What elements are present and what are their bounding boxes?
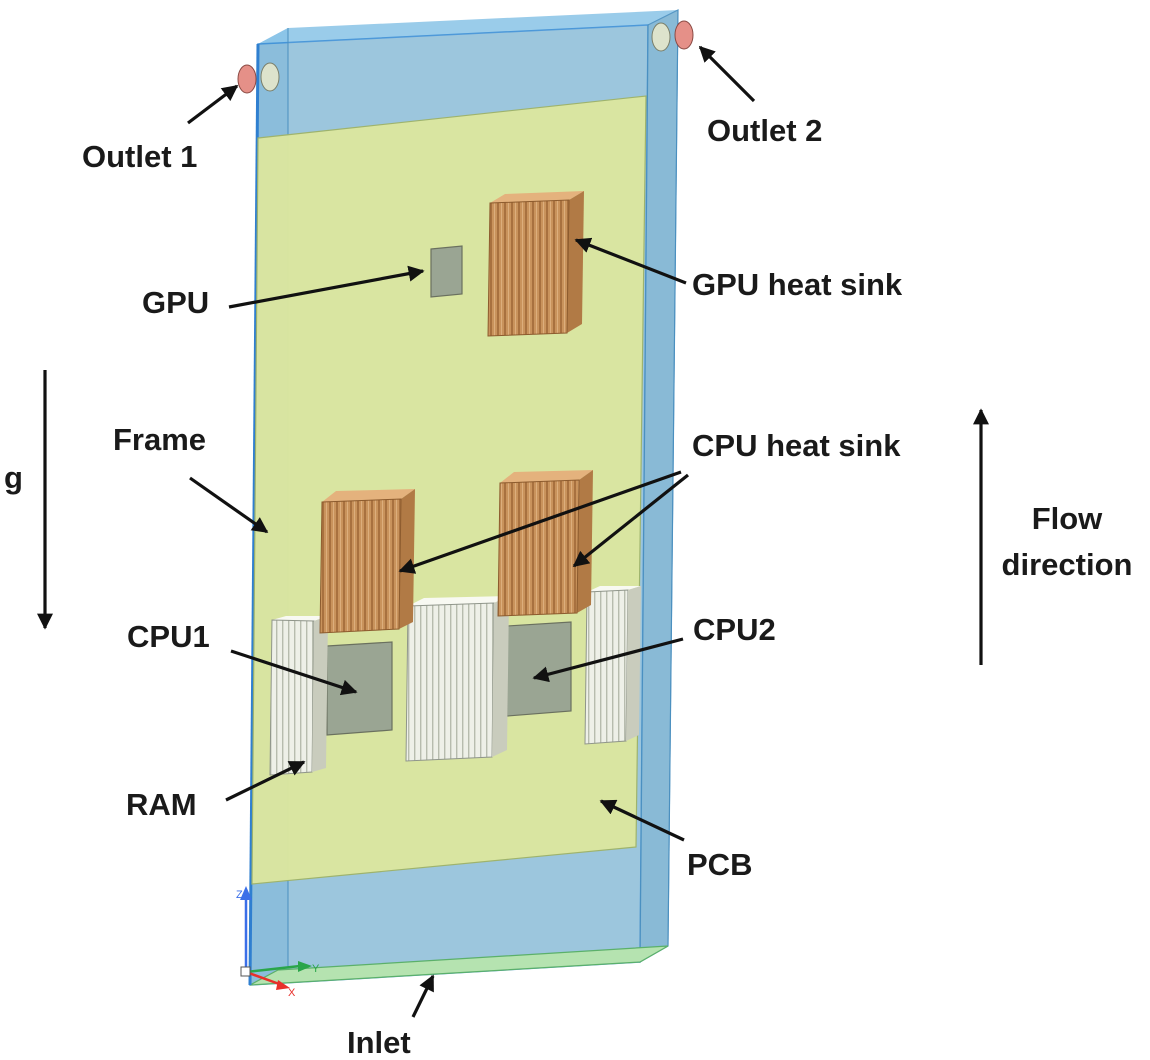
pcb-label: PCB — [687, 847, 752, 882]
cpu2-heat-sink — [497, 470, 593, 617]
gpu-chip — [430, 245, 463, 298]
inlet-label: Inlet — [347, 1025, 411, 1060]
coordinate-triad: Z Y X — [236, 886, 320, 999]
outlet-2-arrow — [698, 45, 756, 103]
cpu-heat-sink-arrow-right — [572, 473, 689, 568]
outlet-1-port — [237, 62, 280, 94]
pcb-arrow — [599, 799, 685, 842]
axis-z-label: Z — [236, 889, 243, 901]
outlet-2-port — [651, 20, 694, 52]
axis-x-label: X — [288, 987, 296, 999]
cpu-heat-sink-arrow-left — [398, 470, 682, 574]
inlet-arrow — [411, 974, 435, 1018]
gpu-arrow — [228, 265, 425, 309]
ram-module-right — [584, 586, 641, 745]
cpu2-chip — [506, 621, 572, 717]
cpu-heat-sink-label: CPU heat sink — [692, 428, 901, 463]
axis-y-label: Y — [312, 963, 320, 975]
cpu1-arrow — [230, 649, 358, 696]
cpu2-arrow — [532, 637, 684, 683]
flow-direction-label-line2: direction — [1002, 547, 1133, 582]
gpu-label: GPU — [142, 285, 209, 320]
flow-direction-label-line1: Flow — [1032, 501, 1103, 536]
gpu-heat-sink-label: GPU heat sink — [692, 267, 903, 302]
cpu1-chip — [326, 641, 393, 736]
ram-module-left — [269, 616, 328, 776]
gpu-heat-sink — [487, 191, 584, 337]
cpu1-label: CPU1 — [127, 619, 210, 654]
cpu1-heat-sink — [319, 489, 415, 634]
frame-arrow — [189, 476, 269, 534]
outlet-2-label: Outlet 2 — [707, 113, 822, 148]
ram-arrow — [225, 760, 306, 802]
gpu-heat-sink-arrow — [574, 237, 687, 285]
outlet-1-arrow — [187, 84, 239, 125]
frame-label: Frame — [113, 422, 206, 457]
ram-label: RAM — [126, 787, 197, 822]
ram-module-middle — [405, 596, 509, 762]
cpu2-label: CPU2 — [693, 612, 776, 647]
outlet-1-label: Outlet 1 — [82, 139, 197, 174]
gravity-label: g — [4, 460, 23, 495]
